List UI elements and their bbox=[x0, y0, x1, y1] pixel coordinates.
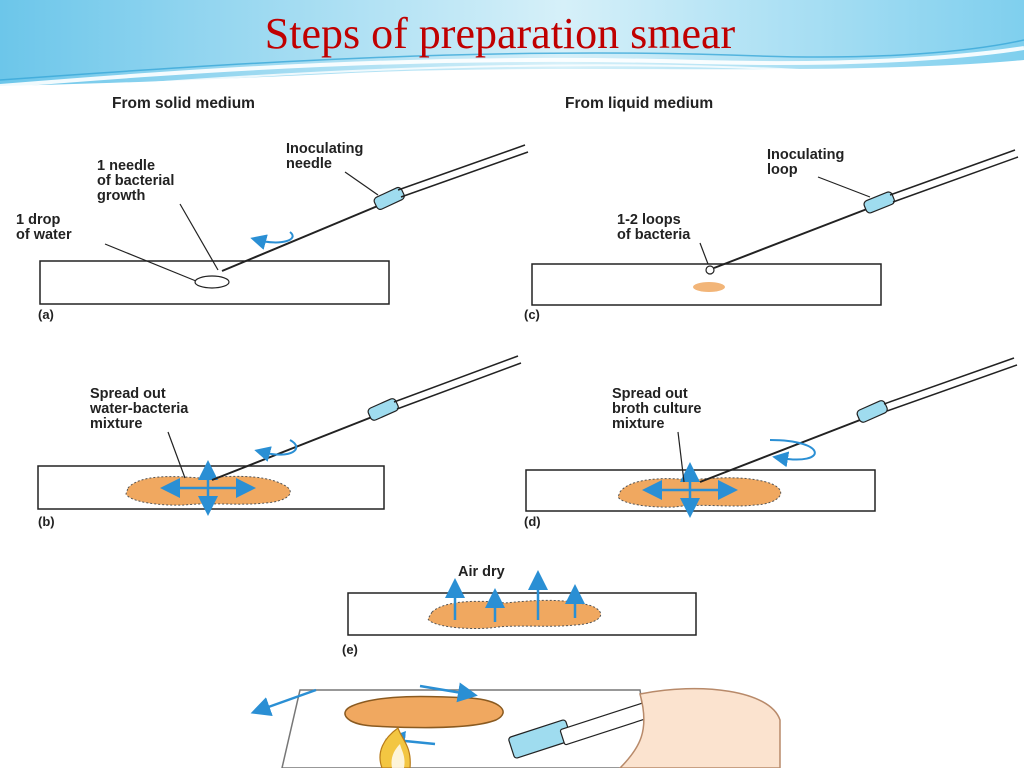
water-drop bbox=[194, 275, 230, 289]
label-spread-water: Spread out water-bacteria mixture bbox=[89, 386, 192, 432]
label-spread-broth: Spread out broth culture mixture bbox=[612, 386, 705, 432]
panel-label-e: (e) bbox=[342, 642, 358, 657]
motion-arrow bbox=[419, 682, 478, 703]
smear-on-slide bbox=[344, 695, 504, 729]
glass-slide bbox=[39, 260, 390, 305]
slide-title: Steps of preparation smear bbox=[264, 9, 736, 58]
panel-label-c: (c) bbox=[524, 307, 540, 322]
inoculating-needle-icon bbox=[221, 144, 529, 272]
panel-b: Spread out water-bacteria mixture (b) bbox=[37, 355, 522, 529]
panel-label-b: (b) bbox=[38, 514, 55, 529]
inoculating-needle-icon bbox=[211, 355, 522, 481]
panel-c: Inoculating loop 1-2 loops of bacteria (… bbox=[524, 147, 1019, 322]
heat-fixing-illustration bbox=[250, 682, 781, 768]
panel-d: Spread out broth culture mixture (d) bbox=[524, 357, 1018, 529]
header-liquid-medium: From liquid medium bbox=[565, 95, 713, 112]
rotation-arrow bbox=[250, 231, 294, 250]
panel-a: Inoculating needle 1 needle of bacterial… bbox=[16, 141, 529, 322]
label-loops-bacteria: 1-2 loops of bacteria bbox=[617, 212, 691, 243]
rotation-arrow bbox=[769, 439, 816, 468]
glass-slide bbox=[531, 263, 882, 306]
header-solid-medium: From solid medium bbox=[112, 95, 255, 112]
rotation-arrow bbox=[254, 439, 298, 462]
glass-slide bbox=[525, 469, 876, 512]
label-needle-growth: 1 needle of bacterial growth bbox=[97, 158, 178, 204]
panel-e: Air dry (e) bbox=[342, 564, 697, 657]
label-drop-water: 1 drop of water bbox=[16, 212, 72, 243]
loop-tip bbox=[705, 265, 715, 275]
panel-label-a: (a) bbox=[38, 307, 54, 322]
motion-arrow bbox=[250, 688, 317, 717]
panel-label-d: (d) bbox=[524, 514, 541, 529]
glass-slide bbox=[347, 592, 697, 636]
flame-icon bbox=[379, 727, 411, 768]
smear-mixture bbox=[617, 477, 782, 508]
header-decoration bbox=[0, 0, 1024, 90]
inoculating-loop-icon bbox=[713, 149, 1019, 269]
inoculating-loop-icon bbox=[699, 357, 1018, 483]
label-air-dry: Air dry bbox=[458, 564, 505, 580]
bacteria-smear bbox=[693, 282, 725, 292]
label-inoculating-needle: Inoculating needle bbox=[286, 141, 367, 172]
label-inoculating-loop: Inoculating loop bbox=[767, 147, 848, 178]
hand bbox=[618, 687, 781, 768]
dried-smear bbox=[427, 599, 602, 629]
